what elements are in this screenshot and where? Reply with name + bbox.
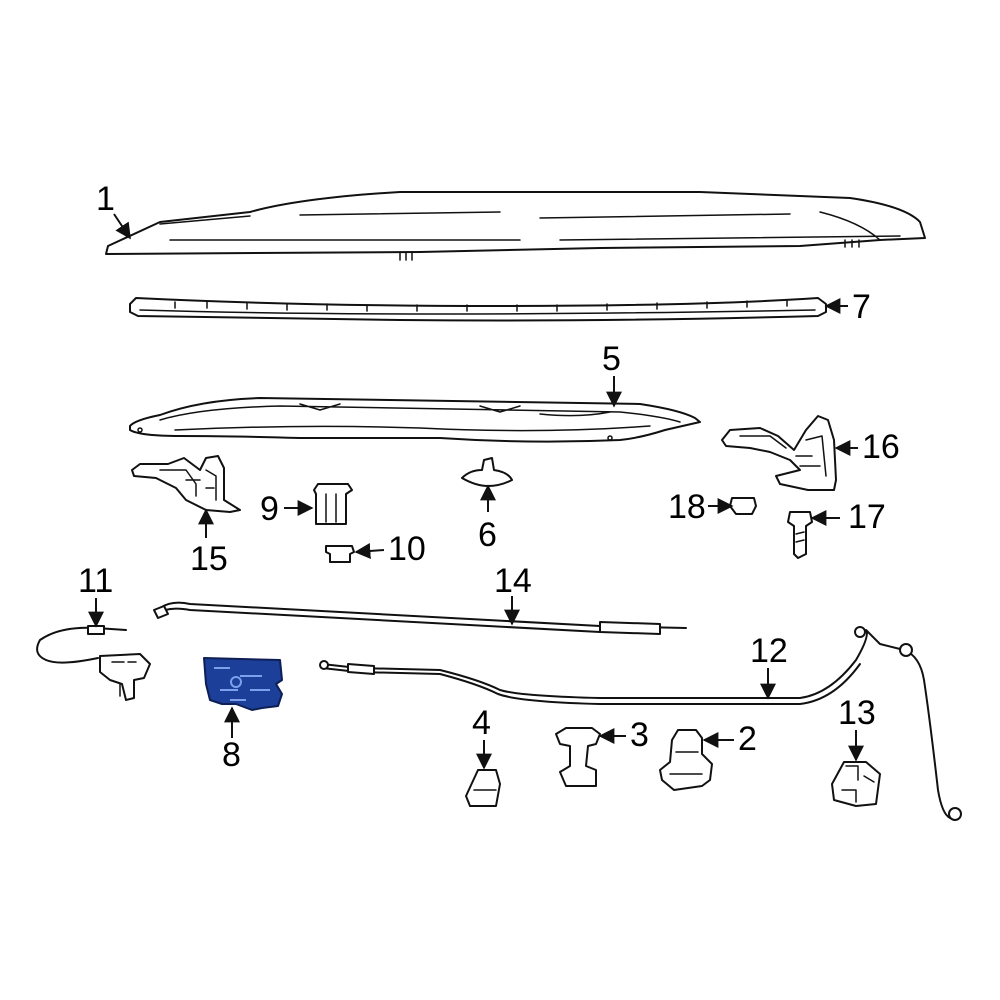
part-12-release-cable[interactable] (319, 626, 962, 821)
part-16-right-hinge[interactable] (721, 415, 837, 491)
part-11-release-handle[interactable] (36, 625, 151, 701)
arrow-10 (354, 542, 385, 559)
leader-arrows (88, 213, 864, 770)
callout-5: 5 (602, 340, 621, 378)
part-8-latch[interactable] (203, 657, 283, 711)
callout-15: 15 (190, 540, 228, 578)
callout-16: 16 (862, 428, 900, 466)
part-17-bolt[interactable] (787, 511, 813, 559)
callout-6: 6 (478, 516, 497, 554)
arrow-1 (113, 213, 131, 240)
part-10-nut[interactable] (325, 545, 355, 563)
callout-8: 8 (222, 736, 241, 774)
callout-1: 1 (96, 180, 115, 218)
callout-11: 11 (78, 562, 114, 600)
part-15-left-hinge[interactable] (131, 455, 241, 513)
callout-10: 10 (388, 530, 426, 568)
callout-3: 3 (630, 716, 649, 754)
part-3-bumper[interactable] (555, 727, 601, 787)
part-7-seal[interactable] (129, 297, 827, 322)
part-9-clip[interactable] (313, 483, 353, 525)
part-13-release-lever[interactable] (831, 761, 881, 807)
callout-14: 14 (494, 562, 532, 600)
part-1-hood-panel[interactable] (105, 191, 926, 261)
part-14-prop-rod[interactable] (153, 601, 687, 635)
callout-4: 4 (472, 704, 491, 742)
part-4-bumper[interactable] (465, 769, 501, 807)
callout-9: 9 (260, 490, 279, 528)
part-5-insulator[interactable] (129, 397, 701, 443)
part-2-striker[interactable] (659, 729, 713, 791)
part-6-clip[interactable] (461, 457, 513, 487)
callout-13: 13 (838, 694, 876, 732)
callout-17: 17 (848, 498, 886, 536)
callout-7: 7 (852, 288, 871, 326)
part-18-nut[interactable] (729, 497, 757, 515)
callout-18: 18 (668, 488, 706, 526)
callout-2: 2 (738, 720, 757, 758)
callout-12: 12 (750, 632, 788, 670)
